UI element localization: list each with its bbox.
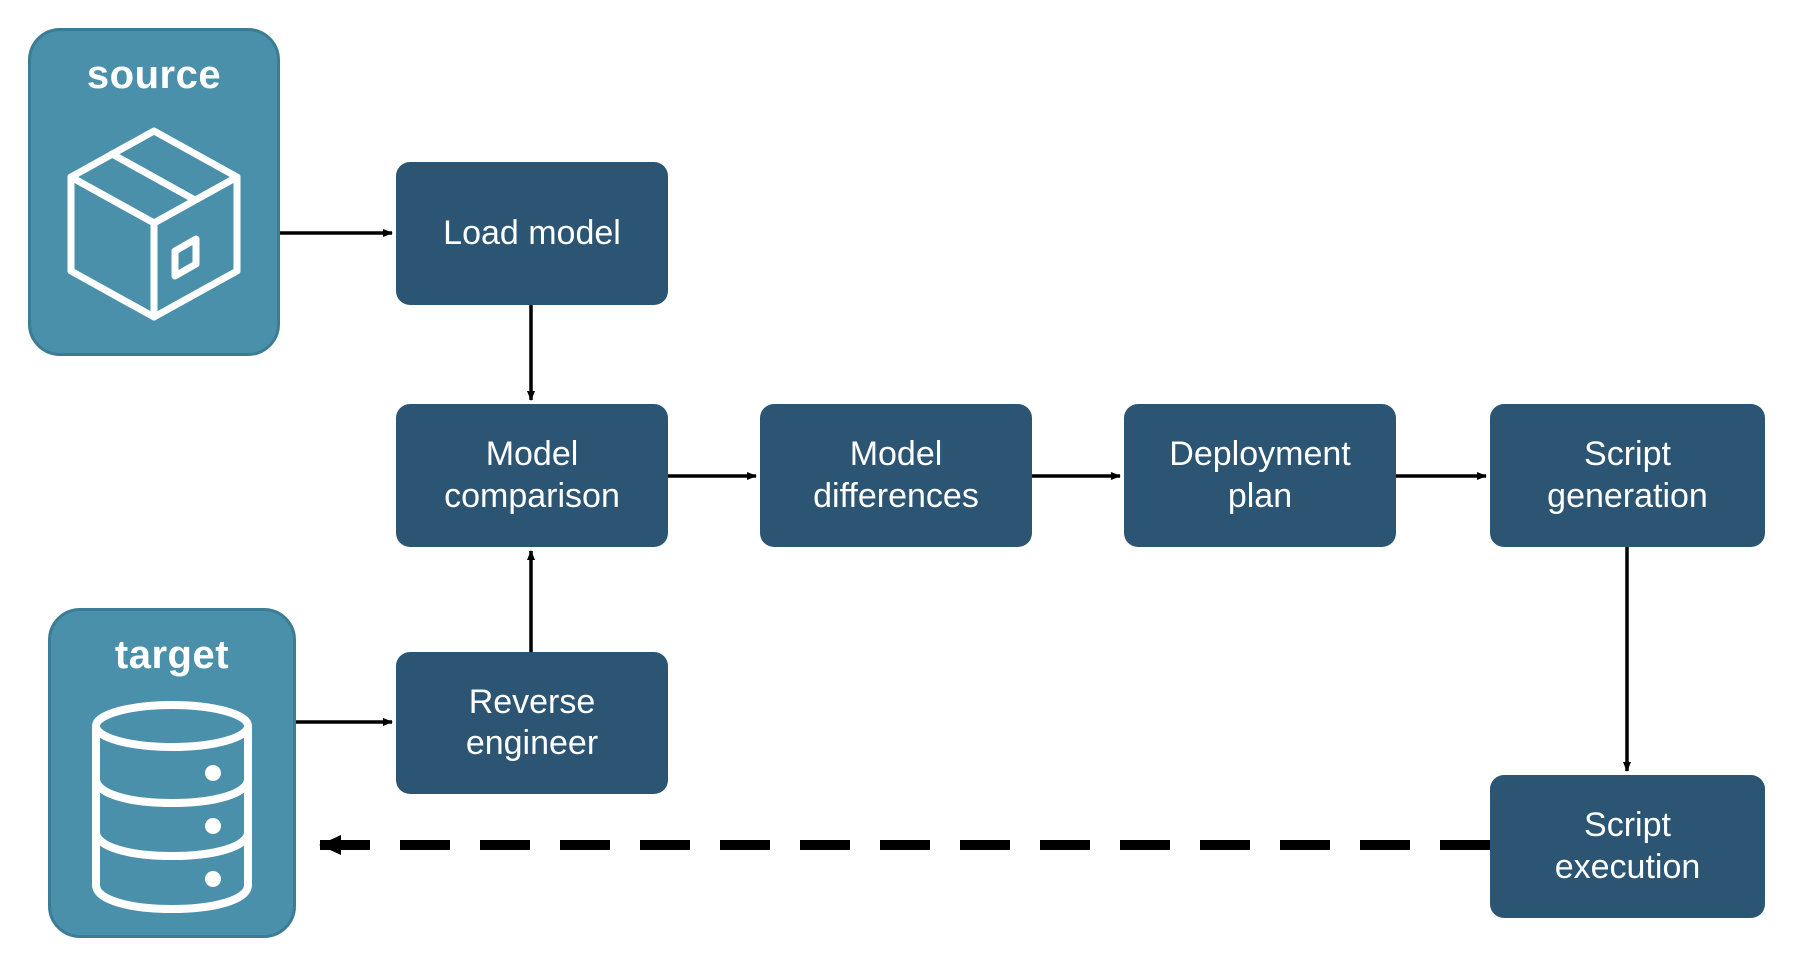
node-model-comparison-label: Model comparison	[444, 435, 620, 515]
node-target-label: target	[114, 633, 230, 677]
node-load-model-label: Load model	[443, 213, 621, 252]
node-model-differences[interactable]: Model differences	[760, 404, 1032, 547]
package-box-icon	[31, 95, 277, 353]
node-load-model[interactable]: Load model	[396, 162, 668, 305]
node-deployment-plan-label: Deployment plan	[1169, 435, 1351, 515]
node-target[interactable]: target	[48, 608, 296, 938]
node-source[interactable]: source	[28, 28, 280, 356]
node-reverse-engineer-label: Reverse engineer	[465, 682, 599, 762]
node-script-generation-label: Script generation	[1547, 435, 1708, 515]
database-cylinder-icon	[51, 675, 293, 935]
node-deployment-plan[interactable]: Deployment plan	[1124, 404, 1396, 547]
node-reverse-engineer[interactable]: Reverse engineer	[396, 652, 668, 794]
node-script-generation[interactable]: Script generation	[1490, 404, 1765, 547]
node-source-label: source	[86, 53, 222, 97]
node-script-execution-label: Script execution	[1554, 806, 1701, 886]
node-script-execution[interactable]: Script execution	[1490, 775, 1765, 918]
node-model-comparison[interactable]: Model comparison	[396, 404, 668, 547]
node-model-differences-label: Model differences	[813, 435, 979, 515]
